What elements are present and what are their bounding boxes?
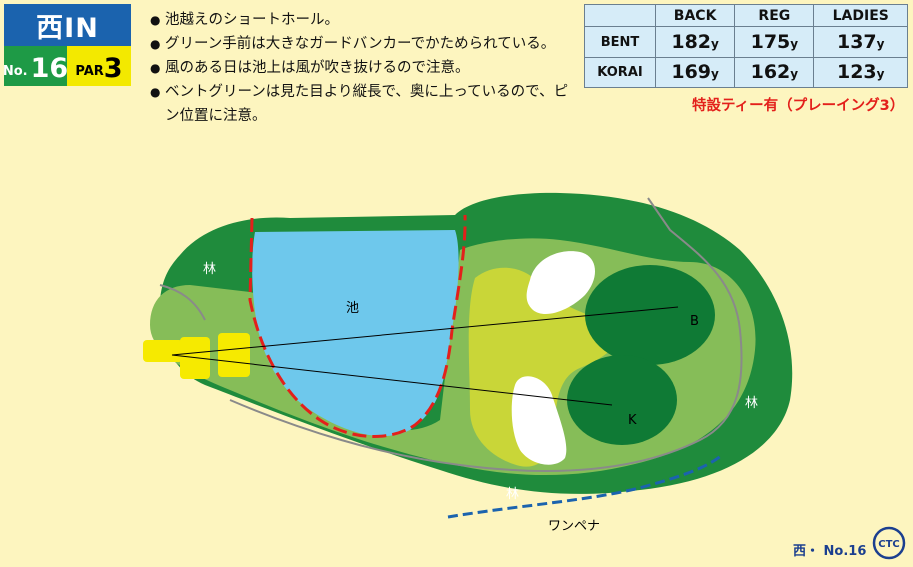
col-ladies: LADIES	[813, 3, 908, 28]
approach-area	[468, 267, 618, 467]
green-b-label: B	[690, 314, 699, 329]
course-badge: 西IN	[4, 4, 131, 46]
green-b	[585, 265, 715, 365]
yardage-cell: 175y	[734, 26, 815, 58]
trees-label-left: 林	[203, 262, 216, 277]
par-prefix: PAR	[75, 64, 104, 79]
row-label-korai: KORAI	[584, 56, 656, 89]
hazard-line	[248, 214, 467, 438]
yardage-cell: 162y	[734, 56, 815, 89]
shot-line-k	[171, 354, 613, 406]
col-back: BACK	[654, 3, 736, 28]
cart-path	[159, 197, 743, 473]
note-item: グリーン手前は大きなガードバンカーでかためられている。	[150, 32, 580, 56]
note-item: 池越えのショートホール。	[150, 8, 580, 32]
green-k	[567, 355, 677, 445]
tee-front	[218, 333, 250, 377]
trees-label-bottom: 林	[506, 487, 519, 502]
bunker-upper	[526, 251, 596, 315]
trees-label-right: 林	[745, 396, 758, 411]
yardage-cell: 169y	[654, 56, 736, 89]
note-item: ベントグリーンは見た目より縦長で、奥に上っているので、ピン位置に注意。	[150, 80, 580, 128]
shot-line-b	[171, 306, 679, 356]
pond	[252, 230, 459, 437]
footer-hole-label: 西・ No.16	[793, 544, 867, 559]
par-number: 3	[103, 53, 123, 84]
note-item: 風のある日は池上は風が吹き抜けるので注意。	[150, 56, 580, 80]
hole-notes: 池越えのショートホール。 グリーン手前は大きなガードバンカーでかためられている。…	[150, 8, 580, 128]
hole-number: 16	[30, 53, 69, 84]
onepena-label: ワンペナ	[548, 519, 600, 534]
hole-number-badge: No. 16	[2, 46, 69, 86]
par-badge: PAR 3	[67, 46, 131, 86]
tee-back	[143, 340, 183, 362]
col-reg: REG	[734, 3, 815, 28]
course-name: 西IN	[36, 12, 99, 44]
yardage-cell: 123y	[813, 56, 908, 89]
pond-label: 池	[346, 301, 359, 316]
ob-line	[447, 453, 723, 519]
green-k-label: K	[628, 413, 637, 428]
hole-number-prefix: No.	[2, 64, 28, 79]
special-tee-note: 特設ティー有（プレーイング3）	[692, 98, 905, 114]
yardage-table: BACK REG LADIES BENT 182y 175y 137y KORA…	[584, 3, 908, 89]
yardage-cell: 137y	[813, 26, 908, 58]
yardage-cell: 182y	[654, 26, 736, 58]
club-logo: CTC	[872, 526, 906, 560]
svg-text:CTC: CTC	[878, 539, 900, 550]
